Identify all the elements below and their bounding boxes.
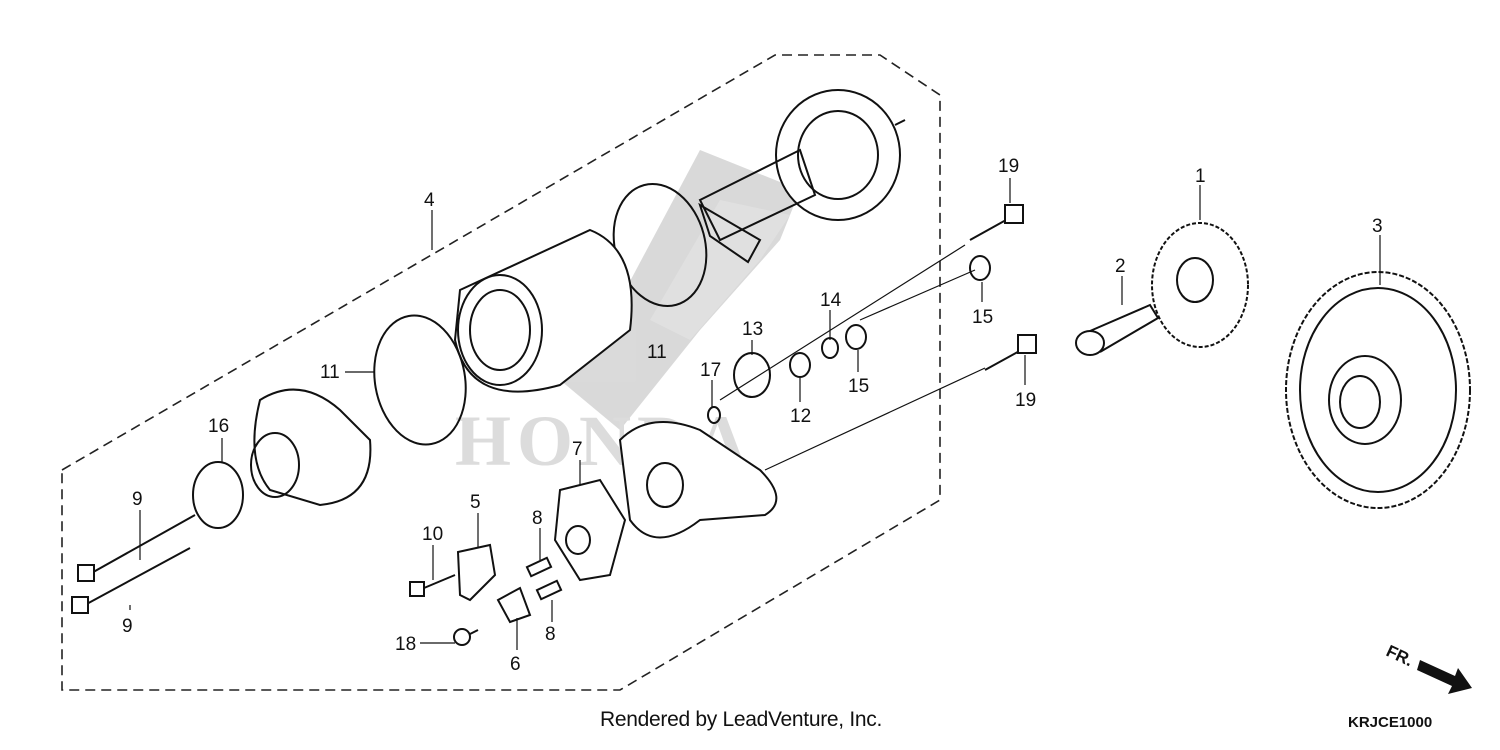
screw-18	[453, 628, 479, 646]
callout-13: 13	[742, 319, 763, 340]
bearing-12	[789, 352, 811, 378]
brush-holder	[553, 478, 627, 582]
front-cover	[250, 388, 372, 507]
callout-5: 5	[470, 492, 481, 513]
screw-10	[409, 574, 456, 597]
spring-lower	[535, 579, 563, 601]
leader-lines	[129, 178, 1381, 650]
nut-15a	[845, 324, 867, 350]
callout-10: 10	[422, 524, 443, 545]
o-ring-16	[192, 461, 244, 529]
callout-16: 16	[208, 416, 229, 437]
callout-12: 12	[790, 406, 811, 427]
idle-shaft	[1075, 303, 1160, 356]
callout-9-lower: 9	[122, 616, 133, 637]
callout-15-center: 15	[848, 376, 869, 397]
callout-8-upper: 8	[532, 508, 543, 529]
callout-1: 1	[1195, 166, 1206, 187]
callout-18: 18	[395, 634, 416, 655]
assembly-boundary	[61, 54, 941, 691]
front-label: FR.	[1383, 641, 1416, 670]
callout-9-upper: 9	[132, 489, 143, 510]
callout-labels: 4 11 11 16 9 9 10 5 18 6 8 8 7 17 13 12 …	[122, 156, 1383, 675]
callout-11-upper: 11	[647, 342, 667, 363]
bolt-19-lower	[984, 334, 1037, 371]
callout-7: 7	[572, 439, 583, 460]
callout-19-upper: 19	[998, 156, 1019, 177]
rear-cover	[618, 421, 778, 539]
reduction-gear	[1151, 222, 1249, 348]
callout-3: 3	[1372, 216, 1383, 237]
nut-15b	[969, 255, 991, 281]
pinion-13	[733, 352, 771, 398]
starter-driven-gear	[1285, 271, 1471, 509]
callout-11-lower: 11	[320, 362, 340, 383]
callout-17: 17	[700, 360, 721, 381]
washer-14	[821, 337, 839, 359]
diagram-code: KRJCE1000	[1348, 714, 1433, 731]
brush-5	[456, 543, 497, 602]
long-bolts	[71, 514, 196, 614]
callout-14: 14	[820, 290, 842, 311]
callout-2: 2	[1115, 256, 1126, 277]
callout-4: 4	[424, 190, 435, 211]
front-arrow-icon	[1417, 660, 1472, 694]
motor-yoke	[453, 228, 633, 393]
callout-6: 6	[510, 654, 521, 675]
front-direction-indicator: FR.	[1383, 641, 1472, 694]
armature	[698, 89, 906, 264]
spring-upper	[525, 556, 553, 578]
o-ring-lower	[373, 314, 467, 446]
washer-17	[707, 406, 721, 424]
bolt-19-upper	[969, 204, 1024, 241]
brush-6	[496, 586, 532, 624]
callout-15-right: 15	[972, 307, 993, 328]
callout-8-lower: 8	[545, 624, 556, 645]
footer-credit: Rendered by LeadVenture, Inc.	[600, 708, 883, 731]
callout-19-lower: 19	[1015, 390, 1036, 411]
